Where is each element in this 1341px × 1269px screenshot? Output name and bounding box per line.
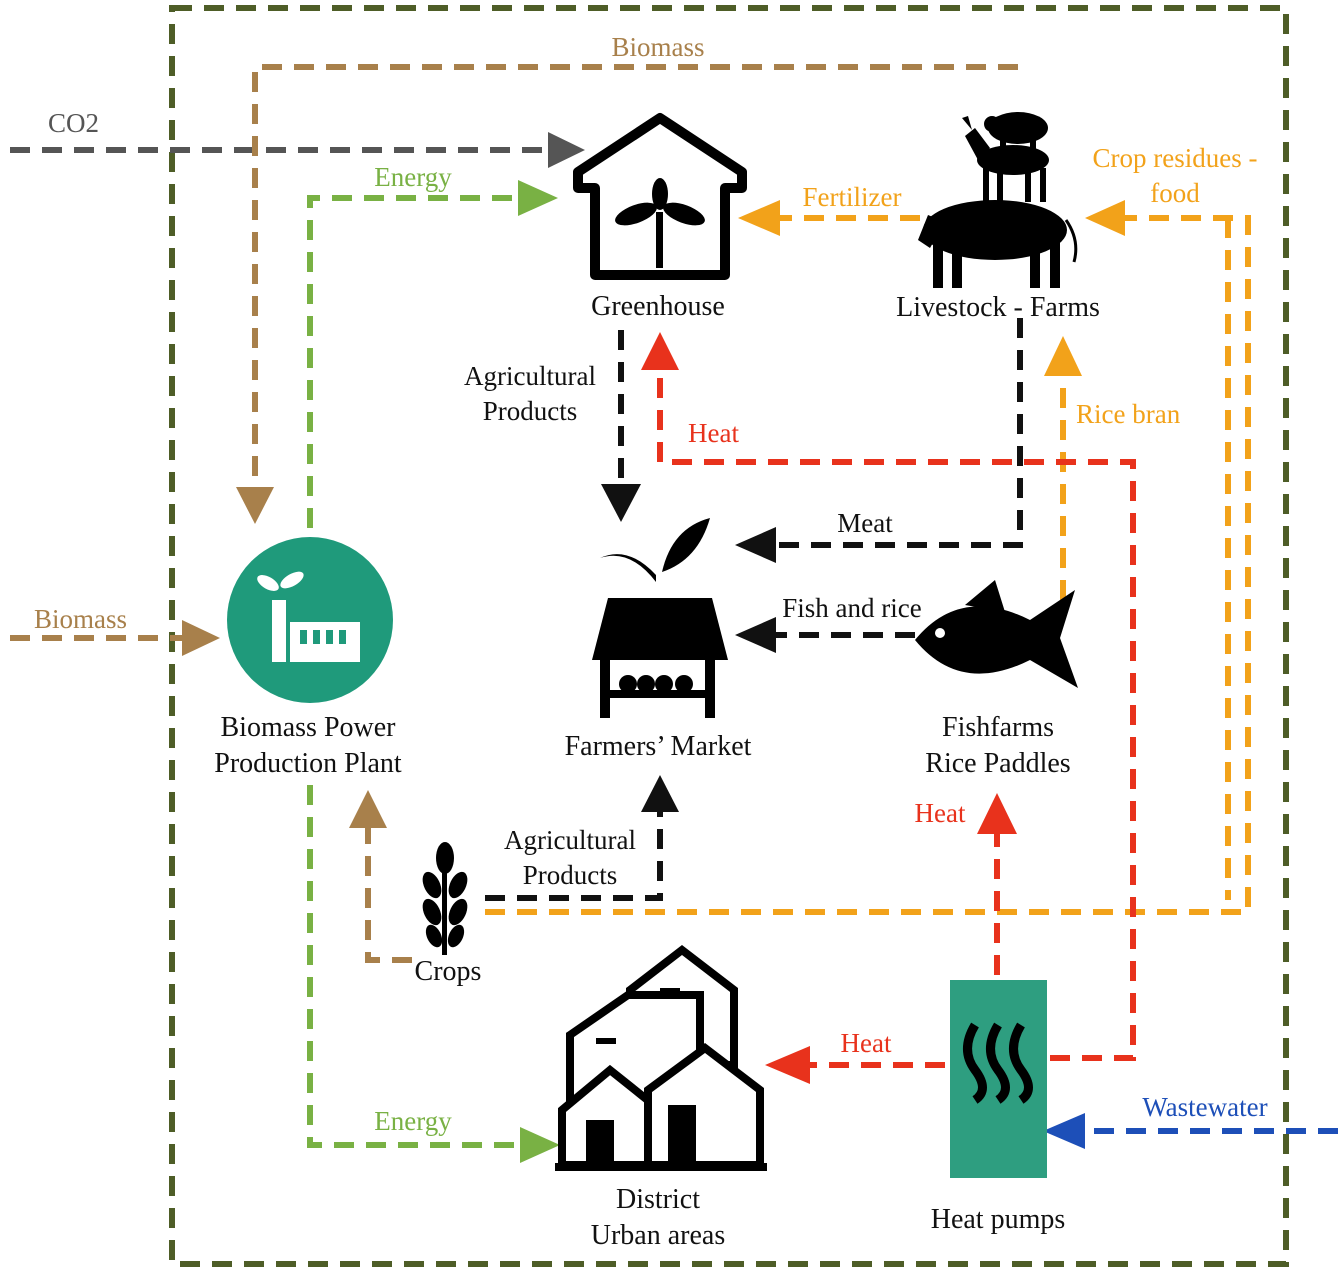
crops-biomass-arrowhead: [349, 790, 387, 828]
heat-district-label: Heat: [841, 1028, 892, 1058]
flow-labels: Biomass CO2 Energy Fertilizer Crop resid…: [34, 32, 1268, 1136]
arrowheads: [182, 132, 1125, 1163]
energy-bottom-arrowhead: [520, 1127, 560, 1163]
greenhouse-icon: [573, 113, 747, 280]
agri-products-bottom-flow-line: [485, 812, 663, 901]
heat-district-arrowhead: [765, 1046, 810, 1084]
biomass-left-label: Biomass: [34, 604, 127, 634]
co2-label: CO2: [48, 108, 99, 138]
heat-pumps-label: Heat pumps: [931, 1204, 1066, 1235]
energy-bottom-flow-line: [307, 785, 522, 1148]
fish-rice-arrowhead: [735, 617, 776, 653]
meat-flow-line: [775, 318, 1023, 548]
energy-bottom-label: Energy: [374, 1106, 452, 1136]
meat-arrowhead: [735, 527, 776, 563]
market-label: Farmers’ Market: [565, 731, 752, 762]
market-stall-icon: [592, 518, 728, 718]
rice-bran-label: Rice bran: [1076, 399, 1181, 429]
biomass-left-arrowhead: [182, 620, 220, 656]
livestock-icon: [918, 112, 1078, 288]
wastewater-arrowhead: [1043, 1113, 1085, 1149]
crops-label: Crops: [415, 956, 482, 987]
fertilizer-arrowhead: [738, 200, 780, 236]
biomass-top-arrowhead: [236, 487, 274, 524]
flow-lines: [10, 5, 1338, 1267]
heat-greenhouse-arrowhead: [641, 332, 679, 370]
agri-products-top-label-line2: Products: [483, 396, 578, 426]
energy-top-label: Energy: [374, 162, 452, 192]
heat-fishfarms-label: Heat: [915, 798, 966, 828]
crop-residues-arrowhead: [1085, 200, 1125, 236]
fertilizer-label: Fertilizer: [803, 182, 902, 212]
crop-residues-label-line1: Crop residues -: [1093, 143, 1258, 173]
rice-bran-arrowhead: [1044, 336, 1082, 376]
livestock-label: Livestock - Farms: [896, 292, 1100, 323]
biomass-plant-label-line1: Biomass Power: [221, 712, 397, 743]
agri-products-top-label-line1: Agricultural: [464, 361, 596, 391]
meat-label: Meat: [837, 508, 893, 538]
heat-waves-icon: [950, 980, 1047, 1178]
heat-fishfarms-arrowhead: [977, 793, 1017, 834]
fish-and-rice-label: Fish and rice: [782, 593, 921, 623]
houses-icon: [555, 944, 767, 1171]
agri-products-bottom-label-line1: Agricultural: [504, 825, 636, 855]
agri-products-bottom-arrowhead: [641, 775, 679, 812]
biomass-plant-label-line2: Production Plant: [214, 748, 402, 779]
biomass-top-flow-line: [252, 64, 1018, 488]
energy-top-arrowhead: [518, 180, 558, 216]
biomass-top-label: Biomass: [611, 32, 704, 62]
agri-products-top-arrowhead: [601, 484, 641, 522]
factory-icon: [227, 537, 393, 703]
heat-network-flow-line: [657, 372, 1136, 1061]
crop-residues-flow-line: [485, 215, 1251, 915]
fish-icon: [915, 580, 1078, 688]
wastewater-label: Wastewater: [1142, 1092, 1267, 1122]
energy-top-flow-line: [307, 195, 520, 528]
agri-products-bottom-label-line2: Products: [523, 860, 618, 890]
crops-biomass-flow-line: [365, 828, 412, 963]
co2-arrowhead: [548, 132, 585, 168]
district-label-line2: Urban areas: [591, 1220, 725, 1251]
node-labels: Greenhouse Livestock - Farms Biomass Pow…: [214, 291, 1100, 1251]
fishfarms-label-line2: Rice Paddles: [925, 748, 1070, 779]
heat-greenhouse-label: Heat: [688, 418, 739, 448]
district-label-line1: District: [616, 1184, 700, 1215]
greenhouse-label: Greenhouse: [591, 291, 725, 322]
fishfarms-label-line1: Fishfarms: [942, 712, 1054, 743]
wheat-icon: [422, 842, 468, 955]
crop-residues-label-line2: food: [1150, 178, 1200, 208]
